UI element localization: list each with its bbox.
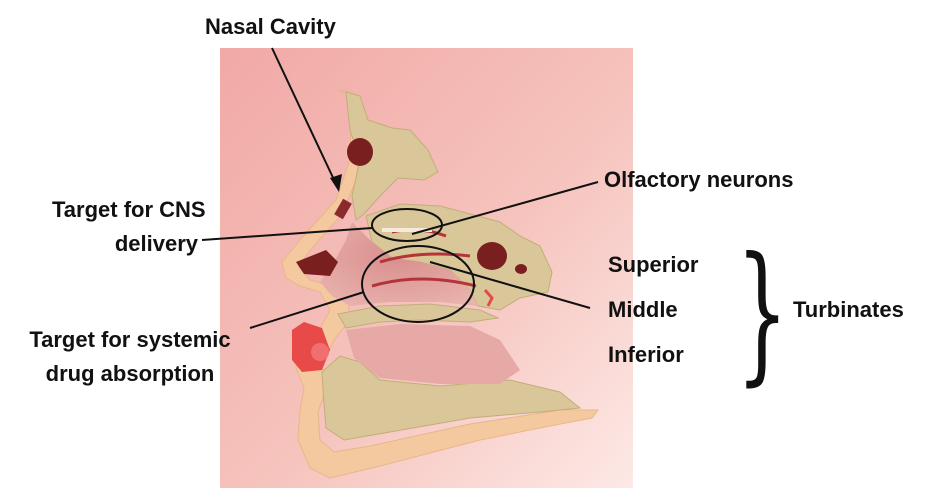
label-systemic-target-line1: Target for systemic bbox=[10, 327, 250, 353]
label-olfactory-neurons: Olfactory neurons bbox=[604, 167, 793, 193]
label-cns-target-line2: delivery bbox=[52, 231, 198, 257]
uvula-blob bbox=[311, 343, 329, 361]
label-middle: Middle bbox=[608, 297, 678, 323]
label-inferior: Inferior bbox=[608, 342, 684, 368]
label-superior: Superior bbox=[608, 252, 698, 278]
label-cns-target-line1: Target for CNS bbox=[52, 197, 204, 223]
small-sinus bbox=[515, 264, 527, 274]
label-turbinates: Turbinates bbox=[793, 297, 904, 323]
label-nasal-cavity: Nasal Cavity bbox=[205, 14, 336, 40]
sphenoid-sinus bbox=[477, 242, 507, 270]
label-systemic-target-line2: drug absorption bbox=[10, 361, 250, 387]
frontal-sinus bbox=[347, 138, 373, 166]
turbinates-brace: } bbox=[736, 238, 788, 388]
